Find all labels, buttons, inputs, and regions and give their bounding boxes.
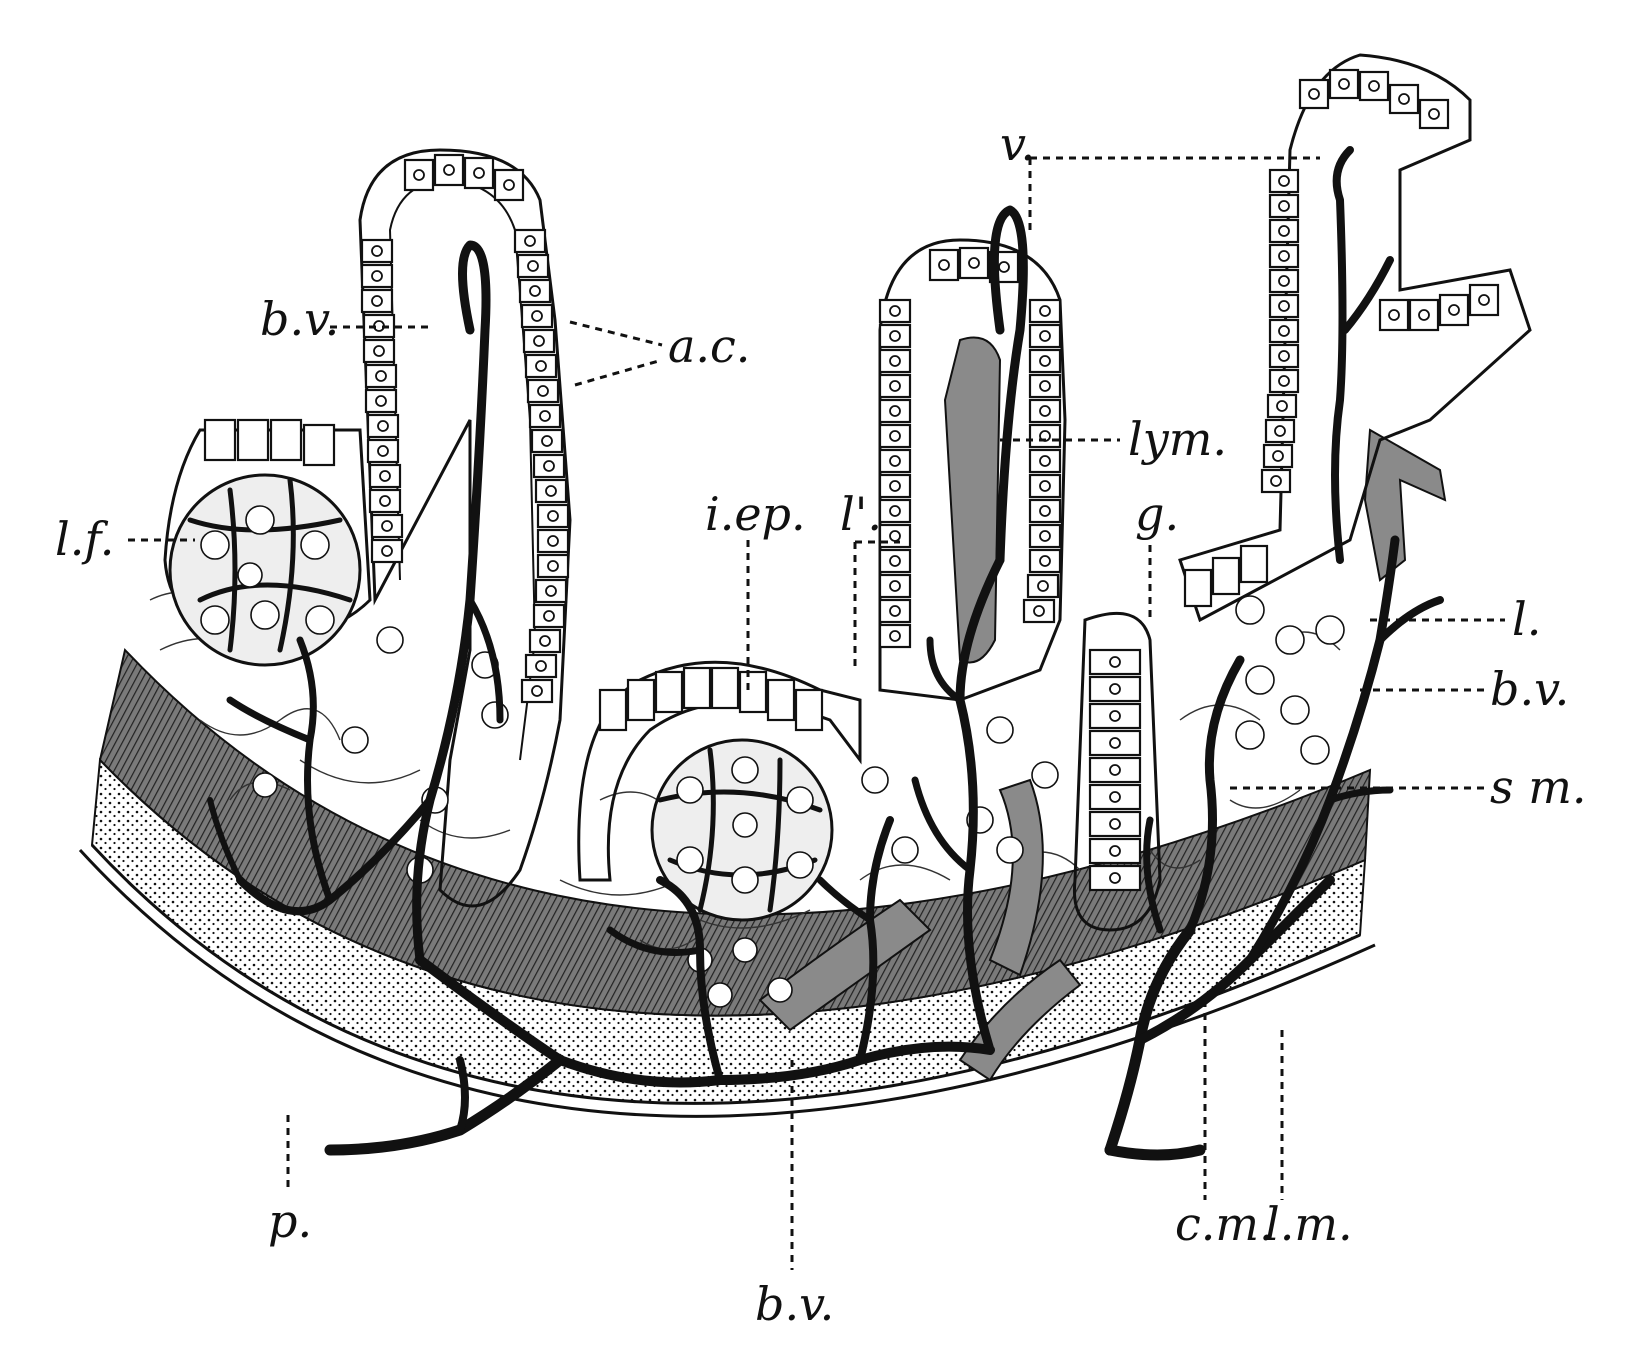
epithelial-cells-left [360, 153, 570, 704]
central-follicle [577, 660, 862, 922]
epithelial-cells-middle [878, 246, 1062, 649]
label-lf: l.f. [55, 512, 114, 566]
label-sm: s m. [1490, 760, 1586, 814]
villus-middle [878, 238, 1067, 702]
label-bv-right: b.v. [1490, 662, 1569, 716]
epithelial-cells-right [1183, 68, 1500, 608]
label-bv-top: b.v. [260, 292, 339, 346]
label-lym: lym. [1128, 412, 1227, 466]
label-p: p. [268, 1194, 312, 1248]
labels: b.v. a.c. v. lym. l.f. i.ep. l'. g. l. b… [55, 117, 1586, 1331]
label-cm: c.m. [1175, 1197, 1274, 1251]
label-l: l. [1512, 592, 1541, 646]
label-ac: a.c. [668, 319, 750, 373]
label-v: v. [1000, 117, 1035, 171]
gland-crypt [1072, 611, 1162, 932]
label-bv-bottom: b.v. [755, 1277, 834, 1331]
leader-lines [128, 156, 1505, 1270]
lymph-cells [252, 595, 1345, 1008]
label-iep: i.ep. [705, 487, 806, 541]
villus-left [358, 148, 572, 908]
lymph-follicle-left [163, 418, 372, 667]
peritoneum-line [78, 848, 1376, 1118]
label-lm: l.m. [1265, 1197, 1353, 1251]
label-g: g. [1135, 487, 1179, 541]
villus-right [1178, 53, 1532, 623]
blood-vessels [207, 146, 1444, 1161]
label-l-prime: l'. [840, 487, 882, 541]
